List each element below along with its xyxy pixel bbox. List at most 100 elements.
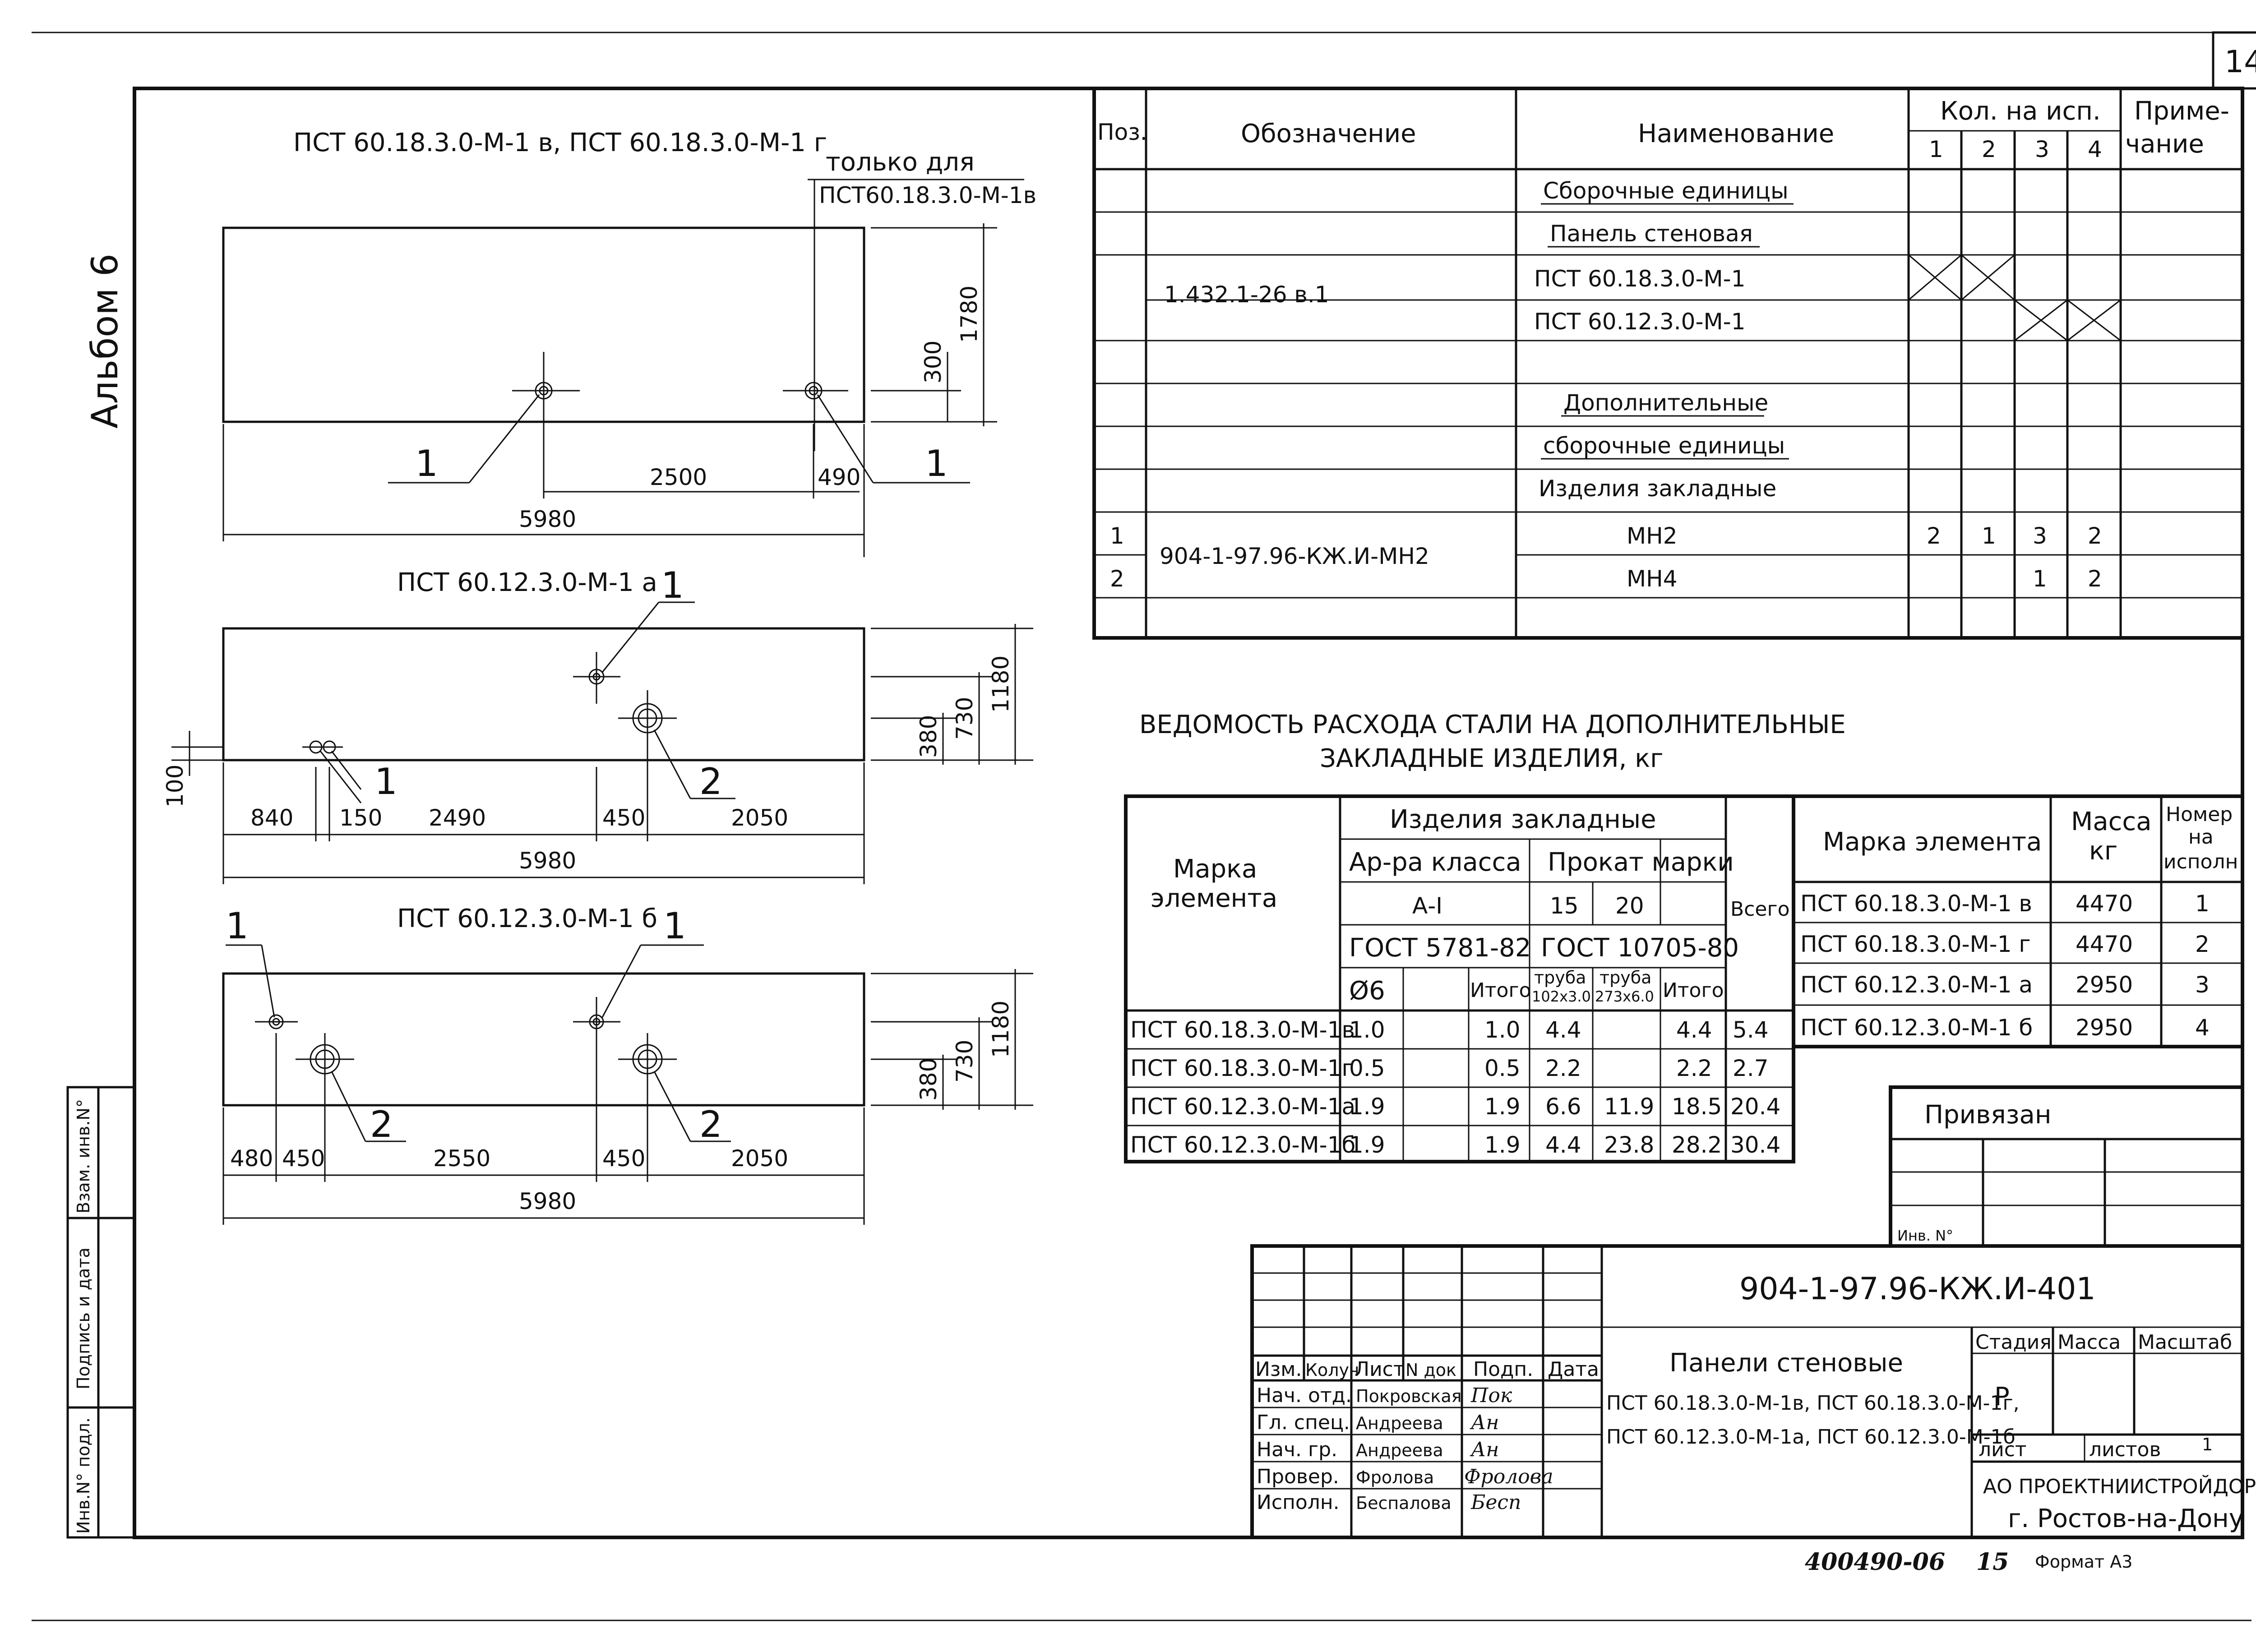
- text-titleblock-name_l3: ПСТ 60.12.3.0-М-1а, ПСТ 60.12.3.0-М-1б: [1606, 1426, 2016, 1449]
- side-stamp: Взам. инв.N° Подпись и дата Инв.N° подл.: [66, 1086, 136, 1539]
- text-steel-h_mark_l2: элемента: [1151, 884, 1277, 913]
- text-titleblock-h_mass: Масса: [2057, 1331, 2121, 1354]
- text-spec-headers-q2: 2: [1982, 136, 1996, 162]
- text-spec-rows-r9_q2: 1: [1982, 523, 1996, 549]
- text-drawing2-pos_big: 2: [699, 761, 722, 803]
- text-mass-h_num_l3: исполн: [2164, 850, 2238, 873]
- text-steel-h_all: Всего: [1730, 898, 1789, 921]
- text-steel-title_l1: ВЕДОМОСТЬ РАСХОДА СТАЛИ НА ДОПОЛНИТЕЛЬНЫ…: [1139, 710, 1846, 739]
- text-titleblock-roles-2-name: Андреева: [1356, 1440, 1443, 1460]
- privyazan-block: Привязан Инв. N°: [1889, 1085, 2244, 1248]
- text-titleblock-roles-1-sign: Ан: [1470, 1411, 1499, 1434]
- text-titleblock-h_podp: Подп.: [1473, 1358, 1533, 1381]
- text-spec-headers-q3: 3: [2035, 136, 2049, 162]
- text-drawing2-dim_1180: 1180: [988, 655, 1014, 713]
- mass-table: Марка элемента Масса кг Номер на исполн …: [1792, 794, 2244, 1048]
- text-spec-rows-r10_q3: 1: [2033, 566, 2047, 592]
- text-drawing3-pos_right: 1: [663, 905, 686, 947]
- text-drawing2-dim_2050: 2050: [731, 805, 788, 831]
- text-mass-rows-1-mark: ПСТ 60.18.3.0-М-1 г: [1800, 931, 2031, 957]
- text-titleblock-name_l1: Панели стеновые: [1669, 1348, 1903, 1378]
- text-stamp_side-col2: Подпись и дата: [74, 1247, 93, 1389]
- drawing3-title: ПСТ 60.12.3.0-М-1 б: [397, 904, 657, 933]
- text-steel-rows-1-t1: 0.5: [1484, 1055, 1521, 1081]
- text-privyazan-label: Привязан: [1924, 1100, 2051, 1130]
- panel-outline-2: [222, 627, 865, 761]
- text-steel-rows-1-mark: ПСТ 60.18.3.0-М-1г: [1130, 1055, 1354, 1081]
- text-steel-rows-0-p1: 4.4: [1545, 1017, 1581, 1043]
- text-steel-rows-0-all: 5.4: [1733, 1017, 1769, 1043]
- text-mass-rows-3-num: 4: [2195, 1015, 2210, 1041]
- text-drawing1-dim_2500: 2500: [650, 464, 707, 490]
- text-spec-rows-doc2: 904-1-97.96-КЖ.И-МН2: [1160, 543, 1429, 569]
- text-spec-rows-r2_name: Панель стеновая: [1550, 221, 1753, 247]
- text-mass-h_mark: Марка элемента: [1823, 827, 2042, 857]
- text-titleblock-org_l1: АО ПРОЕКТНИИСТРОЙДОРМАШ: [1983, 1474, 2256, 1498]
- text-titleblock-name_l2: ПСТ 60.18.3.0-М-1в, ПСТ 60.18.3.0-М-1г,: [1606, 1392, 2020, 1415]
- text-drawing3-pos_big_right: 2: [699, 1103, 722, 1145]
- text-drawing3-dim_1180: 1180: [988, 1001, 1014, 1058]
- handwritten-number: 400490-06: [1805, 1548, 1945, 1576]
- text-mass-rows-1-num: 2: [2195, 931, 2210, 957]
- text-titleblock-stage: Р: [1994, 1382, 2010, 1412]
- text-steel-rows-2-d6: 1.9: [1349, 1094, 1385, 1120]
- text-drawing1-dim_total: 5980: [519, 506, 576, 532]
- text-titleblock-roles-0-sign: Пок: [1470, 1384, 1512, 1407]
- text-drawing3-dim_730: 730: [952, 1040, 978, 1083]
- text-drawing2-dim_100: 100: [162, 765, 188, 808]
- text-drawing1-dim_490: 490: [818, 464, 860, 490]
- text-mass-rows-2-mass: 2950: [2076, 972, 2133, 998]
- text-spec-headers-designation: Обозначение: [1241, 119, 1416, 148]
- text-steel-h_items: Изделия закладные: [1390, 805, 1656, 834]
- handwritten-page: 15: [1976, 1548, 2009, 1576]
- text-steel-rows-3-p2: 23.8: [1604, 1132, 1654, 1158]
- text-drawing1-pos_left: 1: [415, 443, 438, 485]
- text-privyazan-inv: Инв. N°: [1897, 1227, 1953, 1244]
- text-steel-h_gost2: ГОСТ 10705-80: [1541, 933, 1739, 963]
- text-steel-h_pipe2_l1: труба: [1600, 968, 1651, 988]
- text-drawing2-dim_450: 450: [602, 805, 645, 831]
- text-spec-rows-r3_name: ПСТ 60.18.3.0-М-1: [1534, 266, 1746, 292]
- text-drawing3-dim_450b: 450: [602, 1145, 645, 1172]
- text-spec-headers-qty: Кол. на исп.: [1940, 97, 2101, 126]
- text-steel-rows-2-p2: 11.9: [1604, 1094, 1654, 1120]
- text-steel-h_class: А-I: [1412, 893, 1442, 919]
- text-steel-rows-2-all: 20.4: [1730, 1094, 1780, 1120]
- text-steel-h_mark_l1: Марка: [1173, 854, 1257, 884]
- panel-drawing-1: ПСТ 60.18.3.0-М-1 в, ПСТ 60.18.3.0-М-1 г…: [222, 128, 1036, 557]
- album-label: Альбом 6: [84, 254, 126, 429]
- text-drawing3-dim_450a: 450: [282, 1145, 325, 1172]
- text-titleblock-h_ndok: N док: [1405, 1360, 1456, 1380]
- text-titleblock-roles-0-name: Покровская: [1356, 1386, 1462, 1406]
- text-steel-h_pipe1_l2: 102х3.0: [1532, 988, 1591, 1005]
- text-steel-rows-2-t1: 1.9: [1484, 1094, 1521, 1120]
- text-spec-rows-r4_name: ПСТ 60.12.3.0-М-1: [1534, 309, 1746, 335]
- drawing1-title: ПСТ 60.18.3.0-М-1 в, ПСТ 60.18.3.0-М-1 г: [293, 128, 827, 157]
- text-spec-rows-r10_q4: 2: [2088, 566, 2102, 592]
- text-spec-rows-r6_name: Дополнительные: [1563, 390, 1768, 416]
- text-drawing1-pos_right: 1: [925, 443, 948, 485]
- text-titleblock-roles-1-name: Андреева: [1356, 1413, 1443, 1433]
- text-titleblock-h_sheet: лист: [1979, 1438, 2027, 1461]
- text-spec-rows-r9_name: МН2: [1627, 523, 1678, 549]
- text-spec-rows-r1_name: Сборочные единицы: [1543, 178, 1789, 204]
- text-steel-title_l2: ЗАКЛАДНЫЕ ИЗДЕЛИЯ, кг: [1320, 744, 1664, 773]
- text-spec-headers-name: Наименование: [1638, 119, 1834, 148]
- text-mass-rows-3-mark: ПСТ 60.12.3.0-М-1 б: [1800, 1015, 2033, 1041]
- text-spec-rows-doc: 1.432.1-26 в.1: [1164, 281, 1329, 308]
- text-titleblock-h_stage: Стадия: [1975, 1331, 2052, 1354]
- text-steel-rows-1-all: 2.7: [1733, 1055, 1769, 1081]
- text-titleblock-sheets: 1: [2202, 1435, 2213, 1454]
- text-drawing1-dim_1780: 1780: [956, 286, 982, 343]
- text-drawing2-dim_730: 730: [952, 697, 978, 740]
- text-titleblock-roles-4-sign: Бесп: [1470, 1491, 1521, 1514]
- steel-consumption-table: ВЕДОМОСТЬ РАСХОДА СТАЛИ НА ДОПОЛНИТЕЛЬНЫ…: [1124, 710, 1846, 1163]
- sheet-number: 14: [2224, 44, 2256, 80]
- text-steel-h_d6: Ø6: [1349, 976, 1385, 1006]
- text-titleblock-h_sheets: листов: [2089, 1438, 2161, 1461]
- text-mass-rows-1-mass: 4470: [2076, 931, 2133, 957]
- text-titleblock-h_izm: Изм.: [1255, 1358, 1302, 1381]
- text-steel-rows-2-p1: 6.6: [1545, 1094, 1581, 1120]
- panel-drawing-2: ПСТ 60.12.3.0-М-1 а 1 1 2 840 150 2490 4…: [162, 564, 1033, 884]
